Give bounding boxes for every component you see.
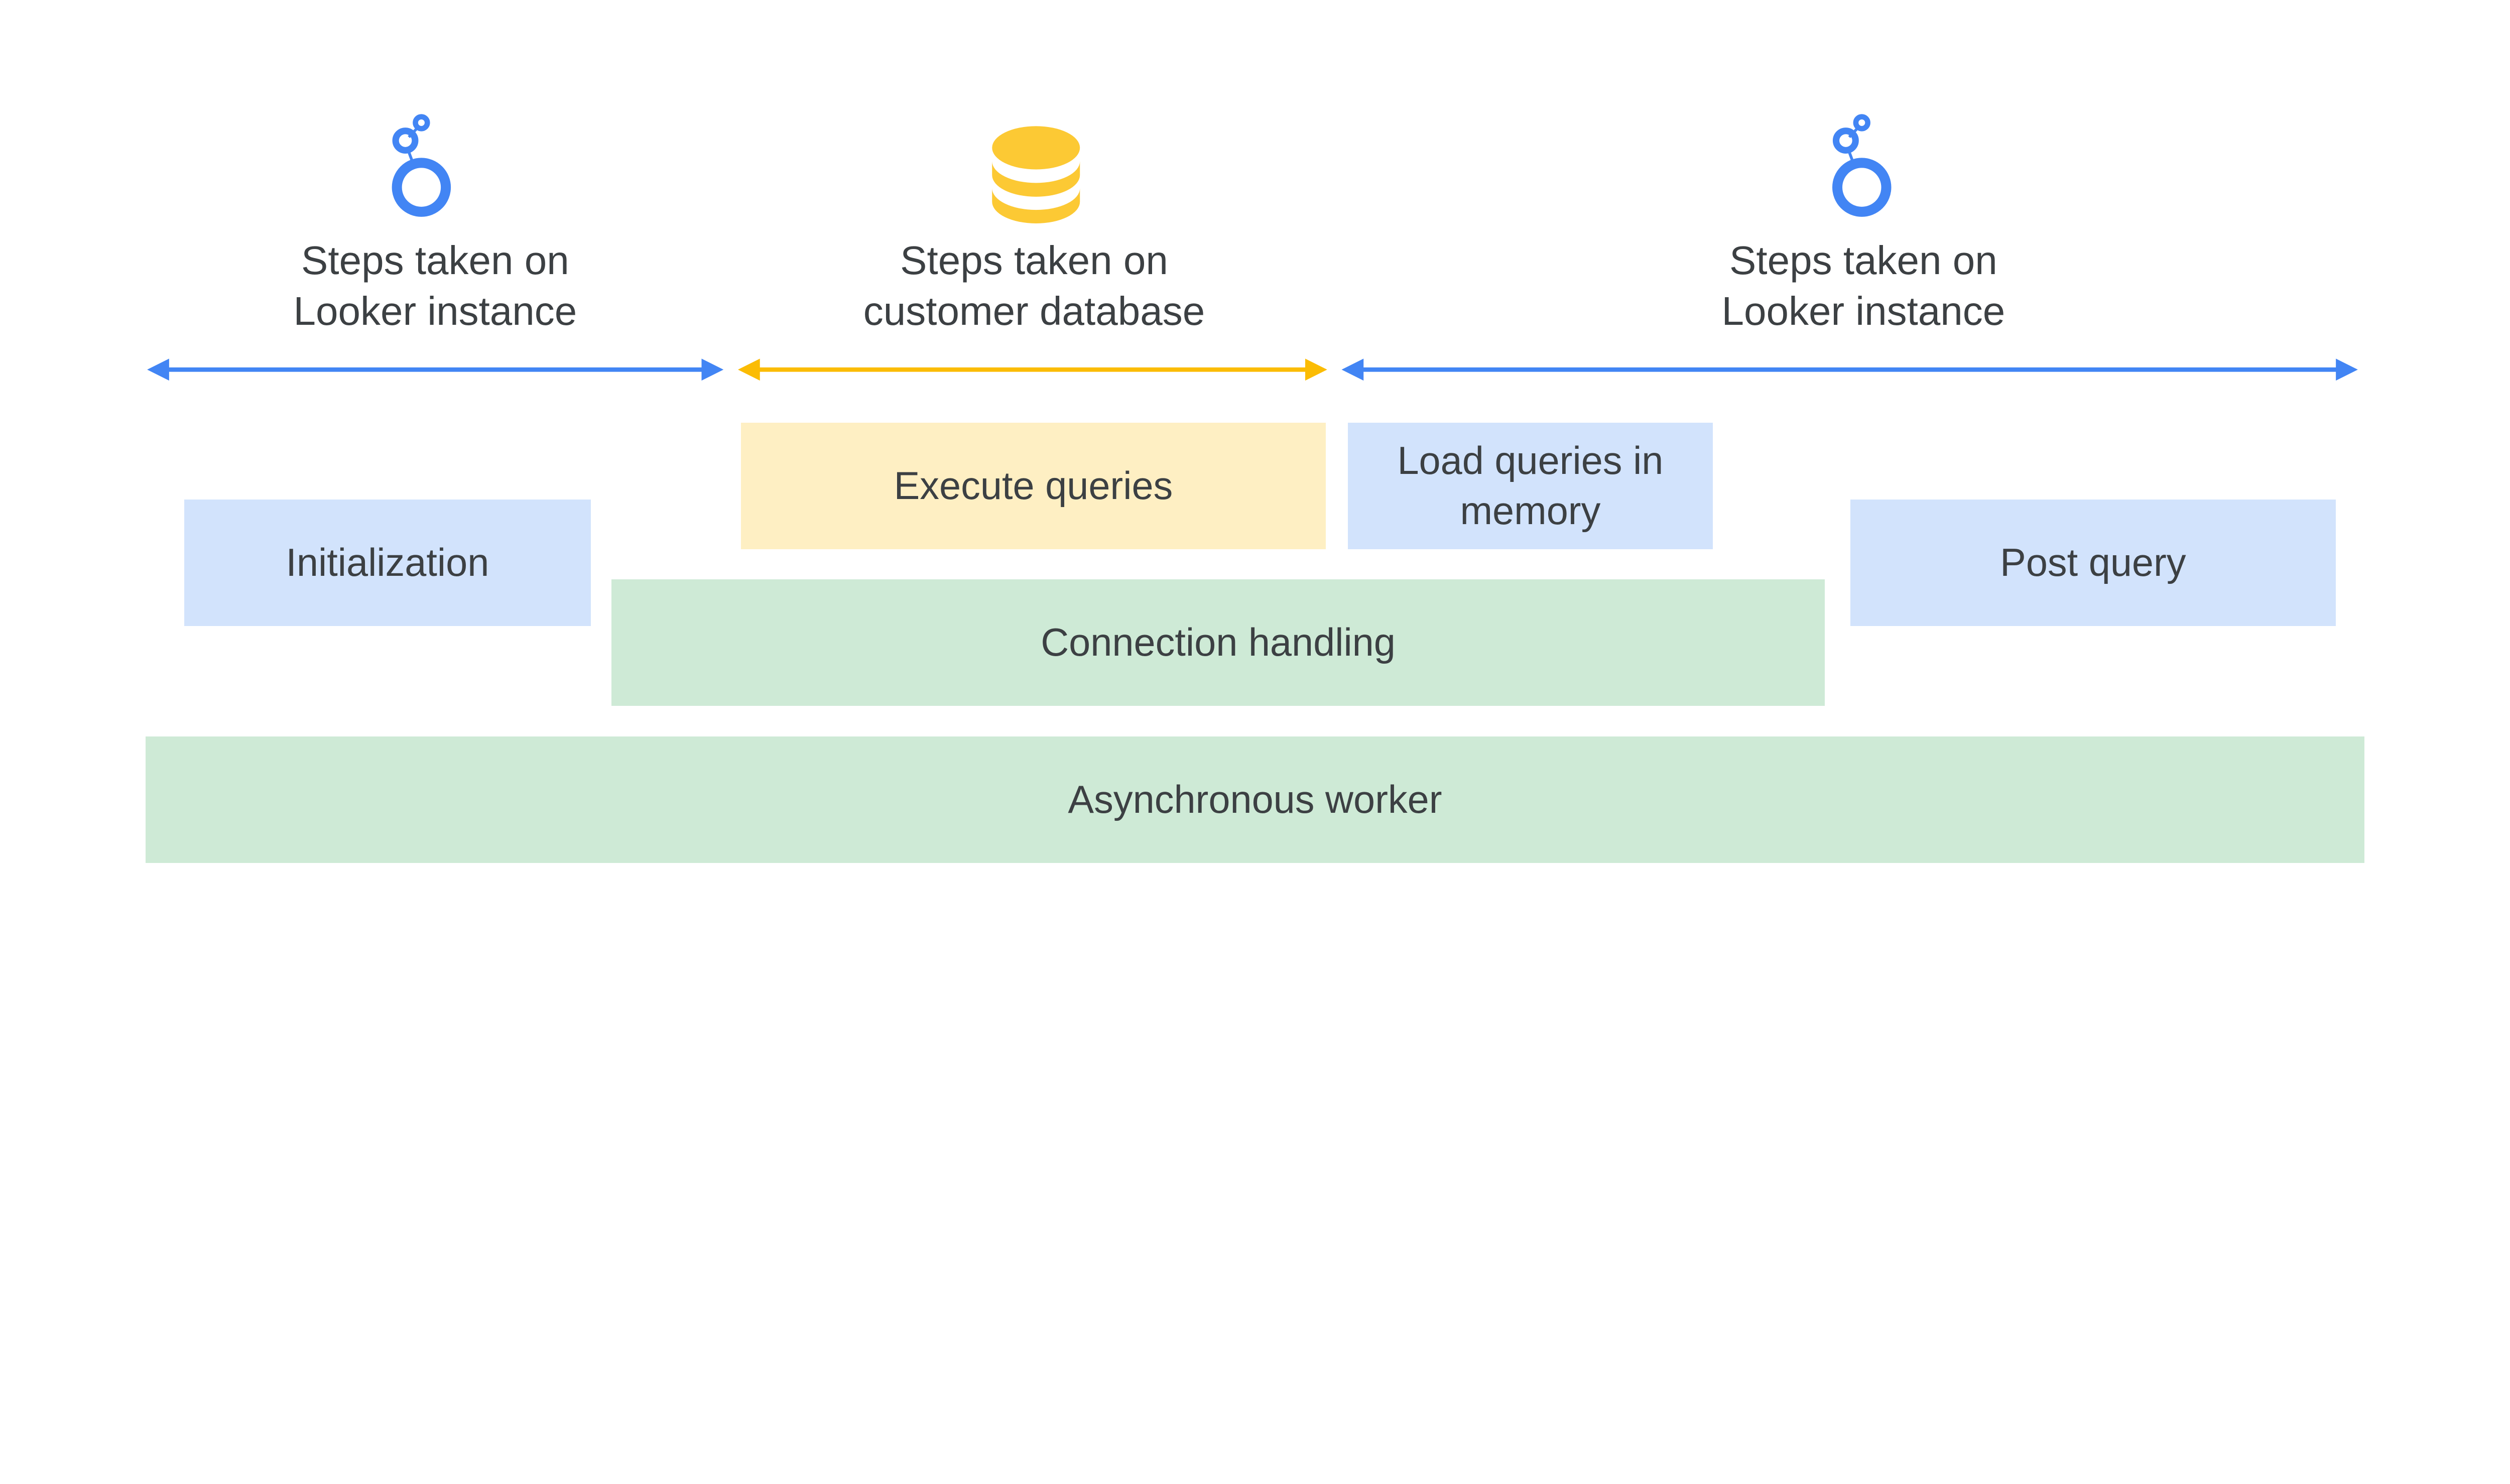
title-line: Steps taken on — [301, 237, 569, 283]
looker-logo-icon — [1836, 117, 1887, 212]
title-line: Steps taken on — [900, 237, 1168, 283]
title-line: Looker instance — [293, 289, 577, 334]
arrow-looker-left — [147, 358, 724, 381]
title-line: Looker instance — [1721, 289, 2005, 334]
database-icon — [992, 126, 1080, 223]
title-line: customer database — [863, 289, 1205, 334]
looker-logo-icon — [396, 117, 446, 212]
post-query-box: Post query — [1850, 500, 2336, 626]
section-title-looker-left: Steps taken on Looker instance — [215, 235, 655, 337]
arrow-database — [738, 358, 1327, 381]
execute-queries-box: Execute queries — [741, 422, 1326, 549]
section-title-database: Steps taken on customer database — [815, 235, 1254, 337]
title-line: Steps taken on — [1729, 237, 1997, 283]
arrow-looker-right — [1341, 358, 2358, 381]
diagram-graphics — [147, 0, 2358, 381]
connection-handling-box: Connection handling — [611, 579, 1825, 706]
section-title-looker-right: Steps taken on Looker instance — [1644, 235, 2083, 337]
load-queries-box: Load queries in memory — [1348, 422, 1713, 549]
asynchronous-worker-box: Asynchronous worker — [146, 736, 2364, 863]
initialization-box: Initialization — [184, 500, 591, 626]
